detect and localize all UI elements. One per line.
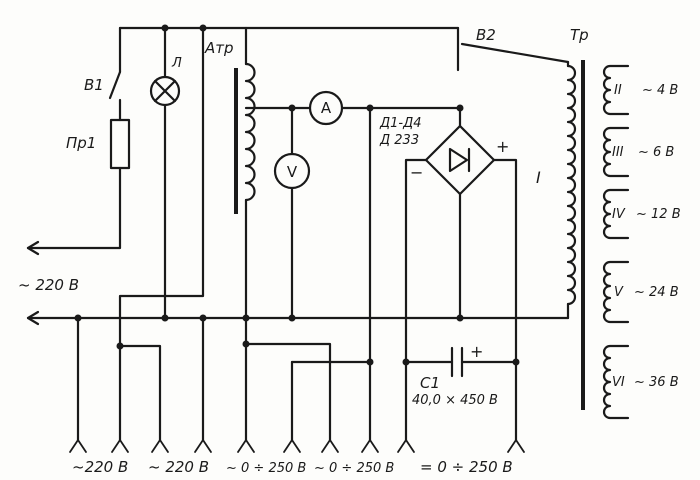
terminal-fork-8 (361, 438, 379, 453)
output-label-5: = 0 ÷ 250 В (420, 458, 513, 476)
voltmeter: V (273, 152, 311, 190)
terminal-fork-10 (507, 438, 525, 453)
terminal-fork-1 (69, 438, 87, 453)
secondary-labels: II ~ 4 В III ~ 6 В IV ~ 12 В V ~ 24 В VI… (612, 83, 681, 390)
terminal-fork-4 (194, 438, 212, 453)
winding-voltage-v: ~ 24 В (634, 285, 679, 300)
output-labels: ~220 В ~ 220 В ~ 0 ÷ 250 В ~ 0 ÷ 250 В =… (72, 458, 513, 476)
transformer-primary (566, 60, 585, 410)
label-cap-plus: + (470, 342, 483, 361)
winding-voltage-vi: ~ 36 В (634, 375, 679, 390)
diode-symbol (448, 147, 469, 173)
label-plus: + (496, 137, 509, 156)
wiring (26, 26, 570, 442)
label-mains: ~ 220 В (18, 276, 79, 294)
terminal-fork-6 (283, 438, 301, 453)
winding-v (602, 260, 630, 324)
winding-label-ii: II (614, 83, 622, 98)
output-label-1: ~220 В (72, 458, 128, 476)
winding-iv (602, 188, 630, 240)
terminal-fork-2 (111, 438, 129, 453)
winding-vi (602, 344, 630, 420)
label-c1: С1 (420, 374, 440, 392)
mains-arrows (26, 240, 40, 326)
label-primary: I (536, 168, 541, 187)
winding-voltage-ii: ~ 4 В (642, 83, 678, 98)
secondary-windings (602, 64, 630, 420)
phase-wire-out (26, 166, 122, 250)
terminal-2-wire (118, 344, 162, 442)
winding-iii (602, 126, 630, 178)
lamp-l (149, 75, 181, 107)
bridge-plus-wire (492, 158, 518, 442)
fuse-pr1 (109, 118, 131, 170)
voltmeter-label: V (287, 163, 298, 181)
label-diodes: Д1-Д4 (379, 116, 422, 131)
terminal-fork-9 (397, 438, 415, 453)
winding-label-v: V (614, 285, 624, 300)
winding-voltage-iv: ~ 12 В (636, 207, 681, 222)
output-label-3: ~ 0 ÷ 250 В (226, 461, 306, 476)
label-diode-type: Д 233 (379, 133, 419, 148)
junction-dots (74, 24, 520, 366)
label-lamp: Л (171, 56, 182, 71)
ammeter-label: А (321, 99, 332, 117)
label-minus: − (410, 163, 423, 182)
ammeter: А (308, 90, 344, 126)
winding-voltage-iii: ~ 6 В (638, 145, 674, 160)
bridge-minus-wire (404, 158, 428, 442)
label-atr: Атр (204, 39, 234, 57)
winding-label-iv: IV (612, 207, 626, 222)
label-pr1: Пр1 (66, 134, 96, 152)
label-c1-value: 40,0 × 450 В (412, 393, 498, 408)
phase-terminal-wire (118, 26, 205, 442)
b2-contact (460, 42, 570, 64)
diode-bridge (424, 124, 496, 196)
capacitor-c1 (450, 346, 464, 378)
label-b2: В2 (476, 26, 496, 44)
terminal-fork-3 (151, 438, 169, 453)
terminal-4-wire (244, 342, 332, 442)
label-tr: Тр (570, 26, 589, 44)
winding-label-vi: VI (612, 375, 625, 390)
winding-ii (602, 64, 630, 116)
output-label-4: ~ 0 ÷ 250 В (314, 461, 394, 476)
winding-label-iii: III (612, 145, 624, 160)
terminal-fork-5 (237, 438, 255, 453)
output-label-2: ~ 220 В (148, 458, 209, 476)
autotransformer-coil (234, 62, 256, 214)
switch-b1-blade (108, 70, 122, 100)
arrow-neutral (26, 310, 40, 326)
output-terminals (69, 438, 525, 453)
label-b1: В1 (84, 76, 104, 94)
arrow-phase (26, 240, 40, 256)
terminal-fork-7 (321, 438, 339, 453)
